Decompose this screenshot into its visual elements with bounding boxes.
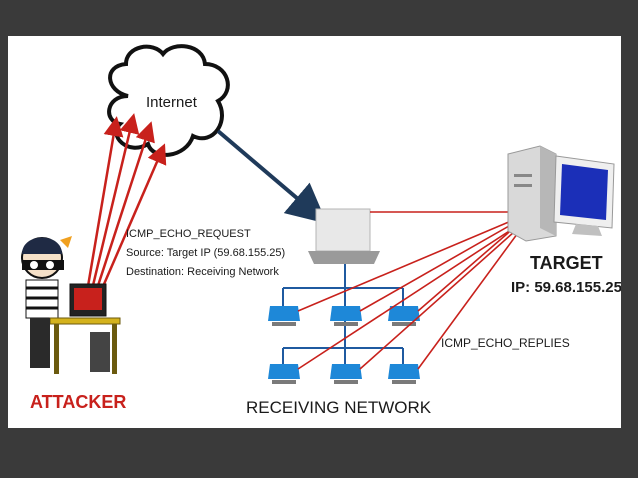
internet-to-network-arrow <box>216 129 328 224</box>
target-title: TARGET <box>530 253 603 273</box>
replies-label: ICMP_ECHO_REPLIES <box>441 336 570 350</box>
attacker-icon <box>21 236 121 374</box>
request-destination: Destination: Receiving Network <box>126 266 279 278</box>
network-node-icon <box>268 306 420 384</box>
router-icon <box>308 208 380 264</box>
receiving-network-label: RECEIVING NETWORK <box>246 398 432 417</box>
attacker-label: ATTACKER <box>30 392 127 412</box>
request-title: ICMP_ECHO_REQUEST <box>126 228 251 240</box>
request-source: Source: Target IP (59.68.155.25) <box>126 247 286 259</box>
internet-label: Internet <box>146 94 197 111</box>
diagram-canvas: Internet ICMP_ECHO_REQUEST Source: Targe… <box>8 36 621 428</box>
diagram-svg <box>21 44 615 384</box>
target-ip: IP: 59.68.155.25 <box>511 279 621 296</box>
target-computer-icon <box>507 145 615 242</box>
request-arrows <box>84 113 167 299</box>
reply-arrows <box>297 205 527 370</box>
